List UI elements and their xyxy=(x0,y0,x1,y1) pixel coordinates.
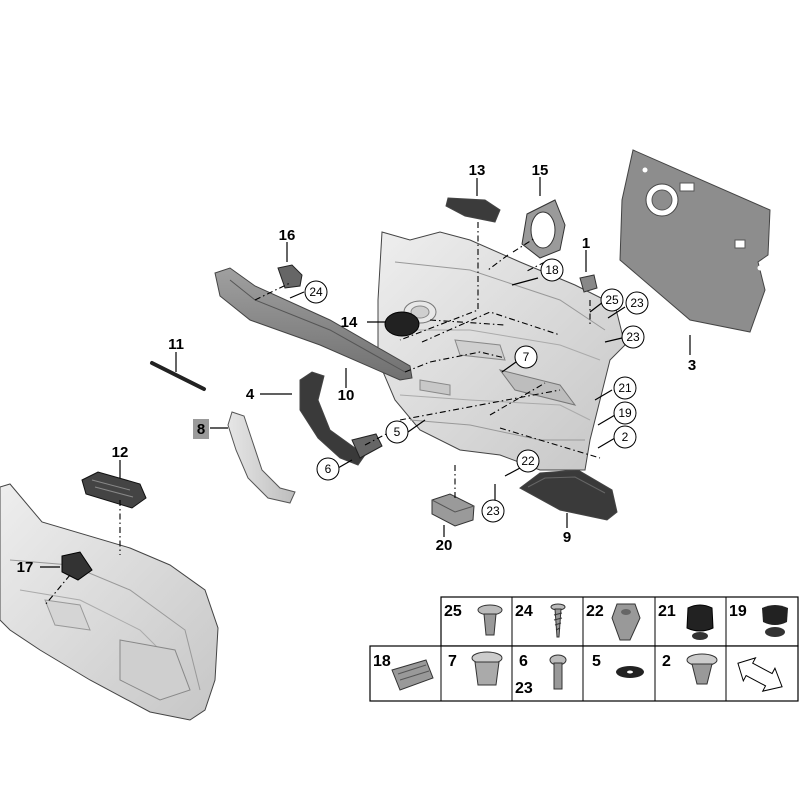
callout-1: 1 xyxy=(582,235,590,252)
plug-19-icon xyxy=(762,605,788,625)
callout-25: 25 xyxy=(605,293,619,307)
callout-8-box xyxy=(193,419,209,439)
callout-20: 20 xyxy=(436,537,453,554)
callout-21: 21 xyxy=(618,381,632,395)
callout-16: 16 xyxy=(279,227,296,244)
leader-lines xyxy=(40,177,691,568)
callout-17: 17 xyxy=(17,559,34,576)
callout-23-low: 23 xyxy=(486,504,500,518)
trim-rod-part[interactable] xyxy=(150,361,206,391)
callout-4: 4 xyxy=(246,386,255,403)
mirror-switch-trim-part[interactable] xyxy=(445,197,501,223)
callout-23-mid: 23 xyxy=(626,330,640,344)
callout-10: 10 xyxy=(338,387,355,404)
callout-2: 2 xyxy=(622,430,629,444)
window-switch-block-part[interactable] xyxy=(81,471,147,509)
table-label-23: 23 xyxy=(515,680,533,697)
handle-cover-part[interactable] xyxy=(351,433,383,459)
callout-22: 22 xyxy=(521,454,535,468)
grab-handle-part[interactable] xyxy=(299,371,366,466)
table-label-7: 7 xyxy=(448,653,457,670)
clip-18-icon xyxy=(391,659,434,691)
direction-arrow-icon xyxy=(737,657,783,692)
callout-19: 19 xyxy=(618,406,632,420)
fastener-table: 25 24 22 21 19 18 7 6 23 5 2 xyxy=(369,596,799,702)
table-label-25: 25 xyxy=(444,603,462,620)
callout-18: 18 xyxy=(545,263,559,277)
callout-8: 8 xyxy=(197,421,205,438)
callout-3: 3 xyxy=(688,357,696,374)
table-label-22: 22 xyxy=(586,603,604,620)
clip-22-icon xyxy=(611,603,641,641)
switch-bezel-part-16[interactable] xyxy=(277,264,303,289)
callout-11: 11 xyxy=(168,336,184,353)
callout-5: 5 xyxy=(394,425,401,439)
armrest-trim-part[interactable] xyxy=(227,411,296,504)
clip-part-1[interactable] xyxy=(579,274,598,293)
callout-7: 7 xyxy=(523,350,530,364)
callout-23-top: 23 xyxy=(630,296,644,310)
grommet-21-icon xyxy=(686,604,714,632)
callout-9: 9 xyxy=(563,529,571,546)
callout-14: 14 xyxy=(341,314,358,331)
speaker-grille-part[interactable] xyxy=(384,311,420,337)
callout-6: 6 xyxy=(325,462,332,476)
table-label-6: 6 xyxy=(519,653,528,670)
table-label-2: 2 xyxy=(662,653,671,670)
table-label-5: 5 xyxy=(592,653,601,670)
switch-on-overview-part[interactable] xyxy=(61,551,93,581)
assembly-dashed-lines xyxy=(44,222,601,606)
table-label-24: 24 xyxy=(515,603,533,620)
switch-module-part[interactable] xyxy=(431,493,475,527)
table-label-18: 18 xyxy=(373,653,391,670)
callout-labels: 13 15 1 16 14 10 11 4 12 17 20 9 3 8 xyxy=(17,162,697,576)
callout-15: 15 xyxy=(532,162,549,179)
table-label-21: 21 xyxy=(658,603,676,620)
door-pull-handle-part[interactable] xyxy=(519,469,618,521)
callout-12: 12 xyxy=(112,444,129,461)
table-label-19: 19 xyxy=(729,603,747,620)
callout-13: 13 xyxy=(469,162,486,179)
callout-24: 24 xyxy=(309,285,323,299)
circled-callouts: 18 24 25 23 23 7 21 19 2 5 6 22 23 xyxy=(304,258,649,523)
